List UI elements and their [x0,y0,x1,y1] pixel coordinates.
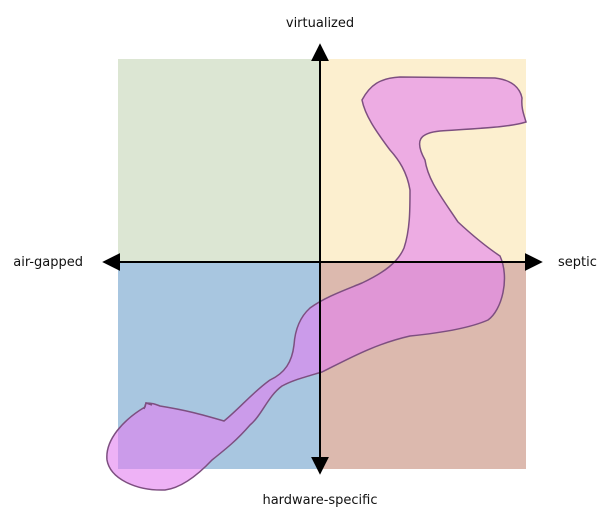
axis-label-bottom: hardware-specific [262,493,377,508]
axis-label-left: air-gapped [13,255,83,270]
axis-label-right: septic [558,255,597,270]
region-blob-hook [143,402,153,410]
axis-label-top: virtualized [286,16,354,31]
region-blob [106,76,527,491]
quadrant-top-left [118,59,320,262]
